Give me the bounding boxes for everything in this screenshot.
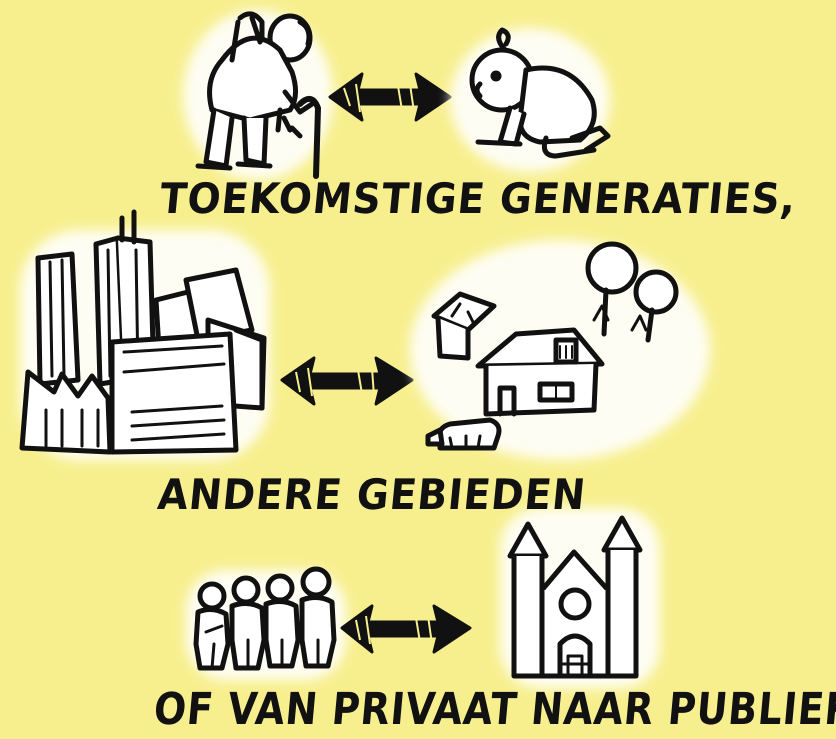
double-arrow-icon	[282, 358, 412, 404]
double-arrow-icon	[330, 74, 450, 120]
group-of-people-icon	[186, 569, 346, 680]
crawling-baby-icon	[450, 28, 610, 172]
caption-future-generations: TOEKOMSTIGE GENERATIES,	[157, 174, 799, 223]
village-house-trees-icon	[410, 240, 710, 460]
caption-private-to-public: OF VAN PRIVAAT NAAR PUBLIEK	[151, 684, 836, 735]
elderly-man-with-cane-icon	[183, 10, 333, 180]
church-icon	[500, 508, 660, 688]
double-arrow-icon	[342, 606, 470, 652]
caption-other-areas: ANDERE GEBIEDEN	[155, 470, 589, 519]
city-buildings-icon	[20, 212, 270, 460]
